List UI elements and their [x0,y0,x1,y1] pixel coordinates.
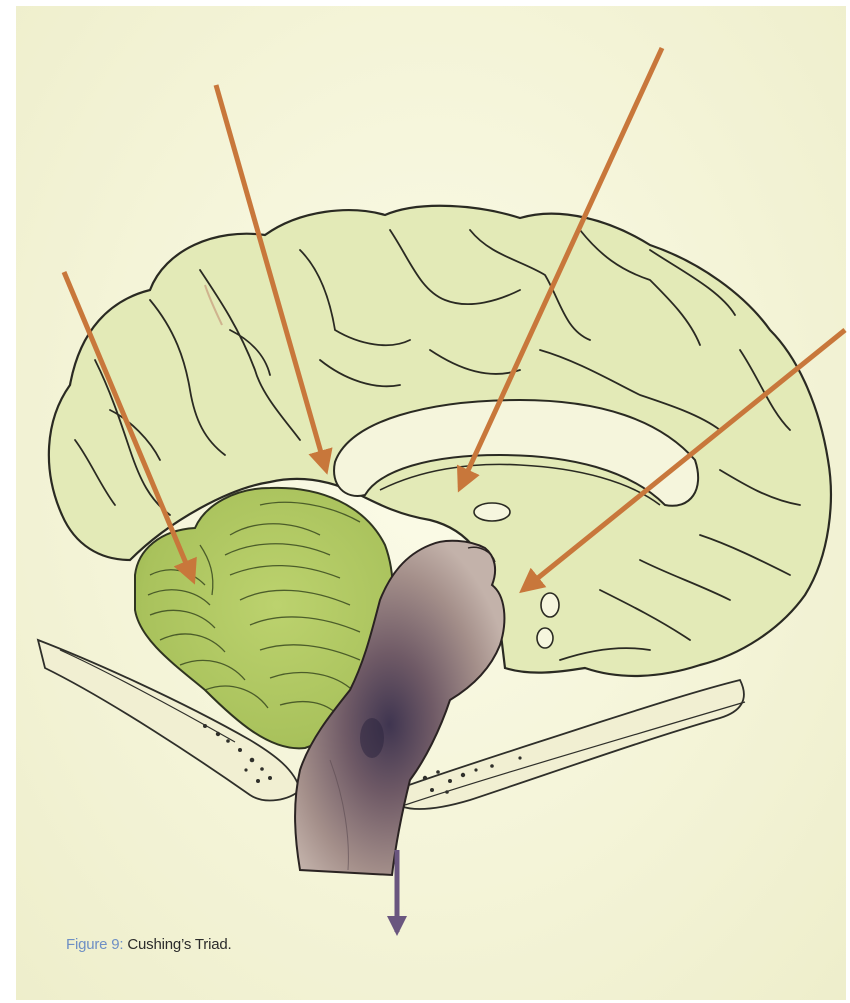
figure-caption: Figure 9: Cushing’s Triad. [66,936,231,953]
caption-text: Cushing’s Triad. [123,936,231,953]
caption-label: Figure 9: [66,936,123,953]
